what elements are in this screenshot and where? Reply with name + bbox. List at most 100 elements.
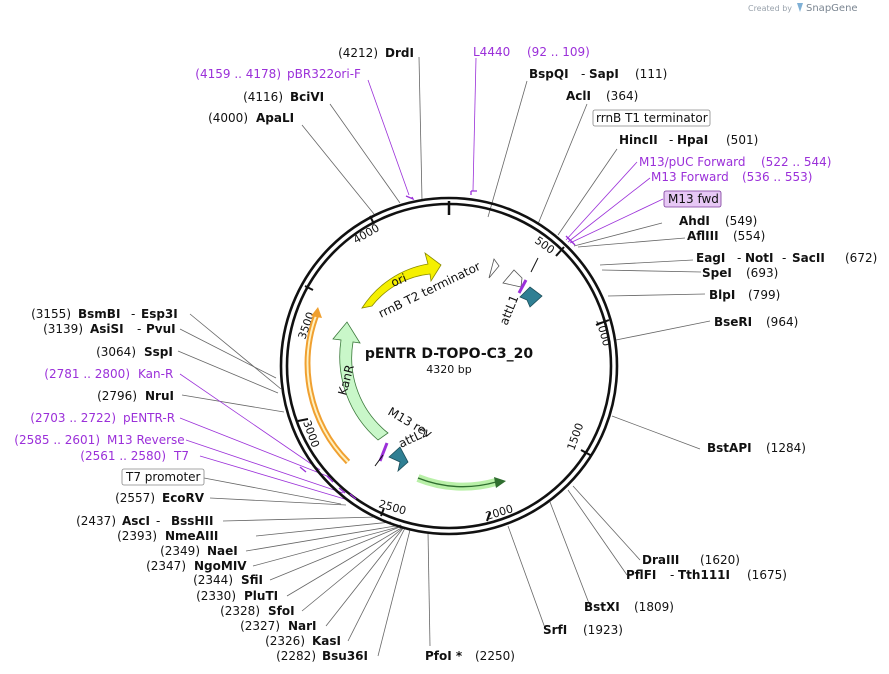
svg-text:DrdI: DrdI: [385, 46, 414, 60]
svg-text:SapI: SapI: [589, 67, 619, 81]
orange-feature-arc-inner: [306, 312, 349, 463]
svg-text:EagI: EagI: [696, 251, 725, 265]
svg-text:SrfI: SrfI: [543, 623, 567, 637]
site-draiii[interactable]: DraIII (1620): [642, 553, 740, 567]
primer-pentr-r[interactable]: (2703 .. 2722) pENTR-R: [30, 411, 175, 425]
backbone-outer: [279, 196, 619, 536]
svg-text:BseRI: BseRI: [714, 315, 752, 329]
svg-text:(2796): (2796): [97, 389, 137, 403]
svg-text:ApaLI: ApaLI: [256, 111, 294, 125]
site-bsmbi-esp3i[interactable]: (3155) BsmBI - Esp3I: [31, 307, 178, 321]
svg-text:-: -: [137, 322, 141, 336]
svg-text:BssHII: BssHII: [171, 514, 213, 528]
svg-text:-: -: [156, 514, 160, 528]
svg-text:-: -: [669, 133, 673, 147]
site-nari[interactable]: (2327) NarI: [240, 619, 316, 633]
feature-box-m13-fwd[interactable]: M13 fwd: [663, 190, 722, 208]
site-sfoi[interactable]: (2328) SfoI: [220, 604, 294, 618]
svg-text:SfiI: SfiI: [241, 573, 263, 587]
svg-text:(2437): (2437): [76, 514, 116, 528]
ori-feature[interactable]: [361, 251, 442, 309]
site-bsu36i[interactable]: (2282) Bsu36I: [276, 649, 368, 663]
green-feature-arrow[interactable]: [417, 477, 497, 488]
svg-text:(549): (549): [725, 214, 757, 228]
site-pflfi-tth111i[interactable]: PflFI - Tth111I (1675): [626, 568, 787, 582]
svg-text:(364): (364): [606, 89, 638, 103]
kanr-feature[interactable]: [332, 321, 389, 441]
svg-text:AsiSI: AsiSI: [90, 322, 124, 336]
site-bstxi[interactable]: BstXI (1809): [584, 600, 674, 614]
svg-text:(501): (501): [726, 133, 758, 147]
site-eagi-noti-sacii[interactable]: EagI - NotI - SacII (672): [696, 251, 877, 265]
site-blpi[interactable]: BlpI (799): [709, 288, 780, 302]
feature-box-t7-promoter[interactable]: T7 promoter: [121, 468, 205, 486]
site-pluti[interactable]: (2330) PluTI: [196, 589, 278, 603]
primer-m13-forward[interactable]: M13 Forward (536 .. 553): [651, 170, 812, 184]
attl1-feature[interactable]: [519, 286, 543, 308]
credit-brand: SnapGene: [806, 3, 858, 14]
svg-text:(799): (799): [748, 288, 780, 302]
svg-text:BsmBI: BsmBI: [78, 307, 120, 321]
svg-text:M13 Forward: M13 Forward: [651, 170, 729, 184]
svg-text:PvuI: PvuI: [146, 322, 176, 336]
rrnb-t2-terminator-feature[interactable]: [488, 258, 500, 279]
svg-text:NruI: NruI: [145, 389, 174, 403]
feature-box-rrnb-t1[interactable]: rrnB T1 terminator: [592, 109, 711, 127]
svg-text:(2328): (2328): [220, 604, 260, 618]
site-pfoi[interactable]: PfoI * (2250): [425, 649, 515, 663]
site-bstapi[interactable]: BstAPI (1284): [707, 441, 806, 455]
primer-pbr322ori-f[interactable]: (4159 .. 4178) pBR322ori-F: [195, 67, 361, 81]
leader-lines: [177, 56, 711, 657]
site-acli[interactable]: AclI (364): [566, 89, 638, 103]
site-hincii-hpai[interactable]: HincII - HpaI (501): [619, 133, 758, 147]
svg-text:(1284): (1284): [766, 441, 806, 455]
site-ngomiv[interactable]: (2347) NgoMIV: [146, 559, 247, 573]
primer-l4440[interactable]: L4440 (92 .. 109): [473, 45, 590, 59]
primer-t7[interactable]: (2561 .. 2580) T7: [80, 449, 189, 463]
svg-text:NmeAIII: NmeAIII: [165, 529, 218, 543]
site-asci-bsshii[interactable]: (2437) AscI - BssHII: [76, 514, 213, 528]
svg-text:(4000): (4000): [208, 111, 248, 125]
svg-text:PluTI: PluTI: [244, 589, 278, 603]
attl1-primer-band: [517, 279, 528, 294]
svg-text:(3139): (3139): [43, 322, 83, 336]
site-sspi[interactable]: (3064) SspI: [96, 345, 173, 359]
position-ticks: [297, 215, 610, 522]
site-asisi-pvui[interactable]: (3139) AsiSI - PvuI: [43, 322, 176, 336]
svg-text:-: -: [737, 251, 741, 265]
site-naei[interactable]: (2349) NaeI: [160, 544, 238, 558]
site-sfii[interactable]: (2344) SfiI: [193, 573, 263, 587]
svg-text:(2561 .. 2580): (2561 .. 2580): [80, 449, 166, 463]
svg-text:SfoI: SfoI: [268, 604, 295, 618]
attl2-feature[interactable]: [388, 446, 409, 473]
svg-text:(2250): (2250): [475, 649, 515, 663]
svg-text:(554): (554): [733, 229, 765, 243]
site-srfi[interactable]: SrfI (1923): [543, 623, 623, 637]
svg-text:DraIII: DraIII: [642, 553, 679, 567]
site-spei[interactable]: SpeI (693): [702, 266, 778, 280]
svg-text:(536 .. 553): (536 .. 553): [742, 170, 812, 184]
primer-leader-lines: [179, 57, 664, 501]
site-ahdi[interactable]: AhdI (549): [679, 214, 757, 228]
site-nrui[interactable]: (2796) NruI: [97, 389, 174, 403]
primer-m13-reverse[interactable]: (2585 .. 2601) M13 Reverse: [14, 433, 184, 447]
site-apali[interactable]: (4000) ApaLI: [208, 111, 294, 125]
svg-text:AflIII: AflIII: [687, 229, 719, 243]
svg-text:KasI: KasI: [312, 634, 341, 648]
site-bseri[interactable]: BseRI (964): [714, 315, 798, 329]
svg-text:(964): (964): [766, 315, 798, 329]
svg-text:BlpI: BlpI: [709, 288, 735, 302]
site-bspqi-sapi[interactable]: BspQI - SapI (111): [529, 67, 667, 81]
primer-kan-r[interactable]: (2781 .. 2800) Kan-R: [44, 367, 173, 381]
site-ecorv[interactable]: (2557) EcoRV: [115, 491, 205, 505]
site-drdi[interactable]: (4212) DrdI: [338, 46, 414, 60]
tick-label-1500: 1500: [565, 421, 587, 452]
svg-text:HpaI: HpaI: [677, 133, 708, 147]
site-bcivi[interactable]: (4116) BciVI: [243, 90, 324, 104]
site-afliii[interactable]: AflIII (554): [687, 229, 765, 243]
svg-text:(693): (693): [746, 266, 778, 280]
site-nmeaiii[interactable]: (2393) NmeAIII: [117, 529, 218, 543]
primer-m13-puc-forward[interactable]: M13/pUC Forward (522 .. 544): [639, 155, 831, 169]
site-kasi[interactable]: (2326) KasI: [265, 634, 341, 648]
